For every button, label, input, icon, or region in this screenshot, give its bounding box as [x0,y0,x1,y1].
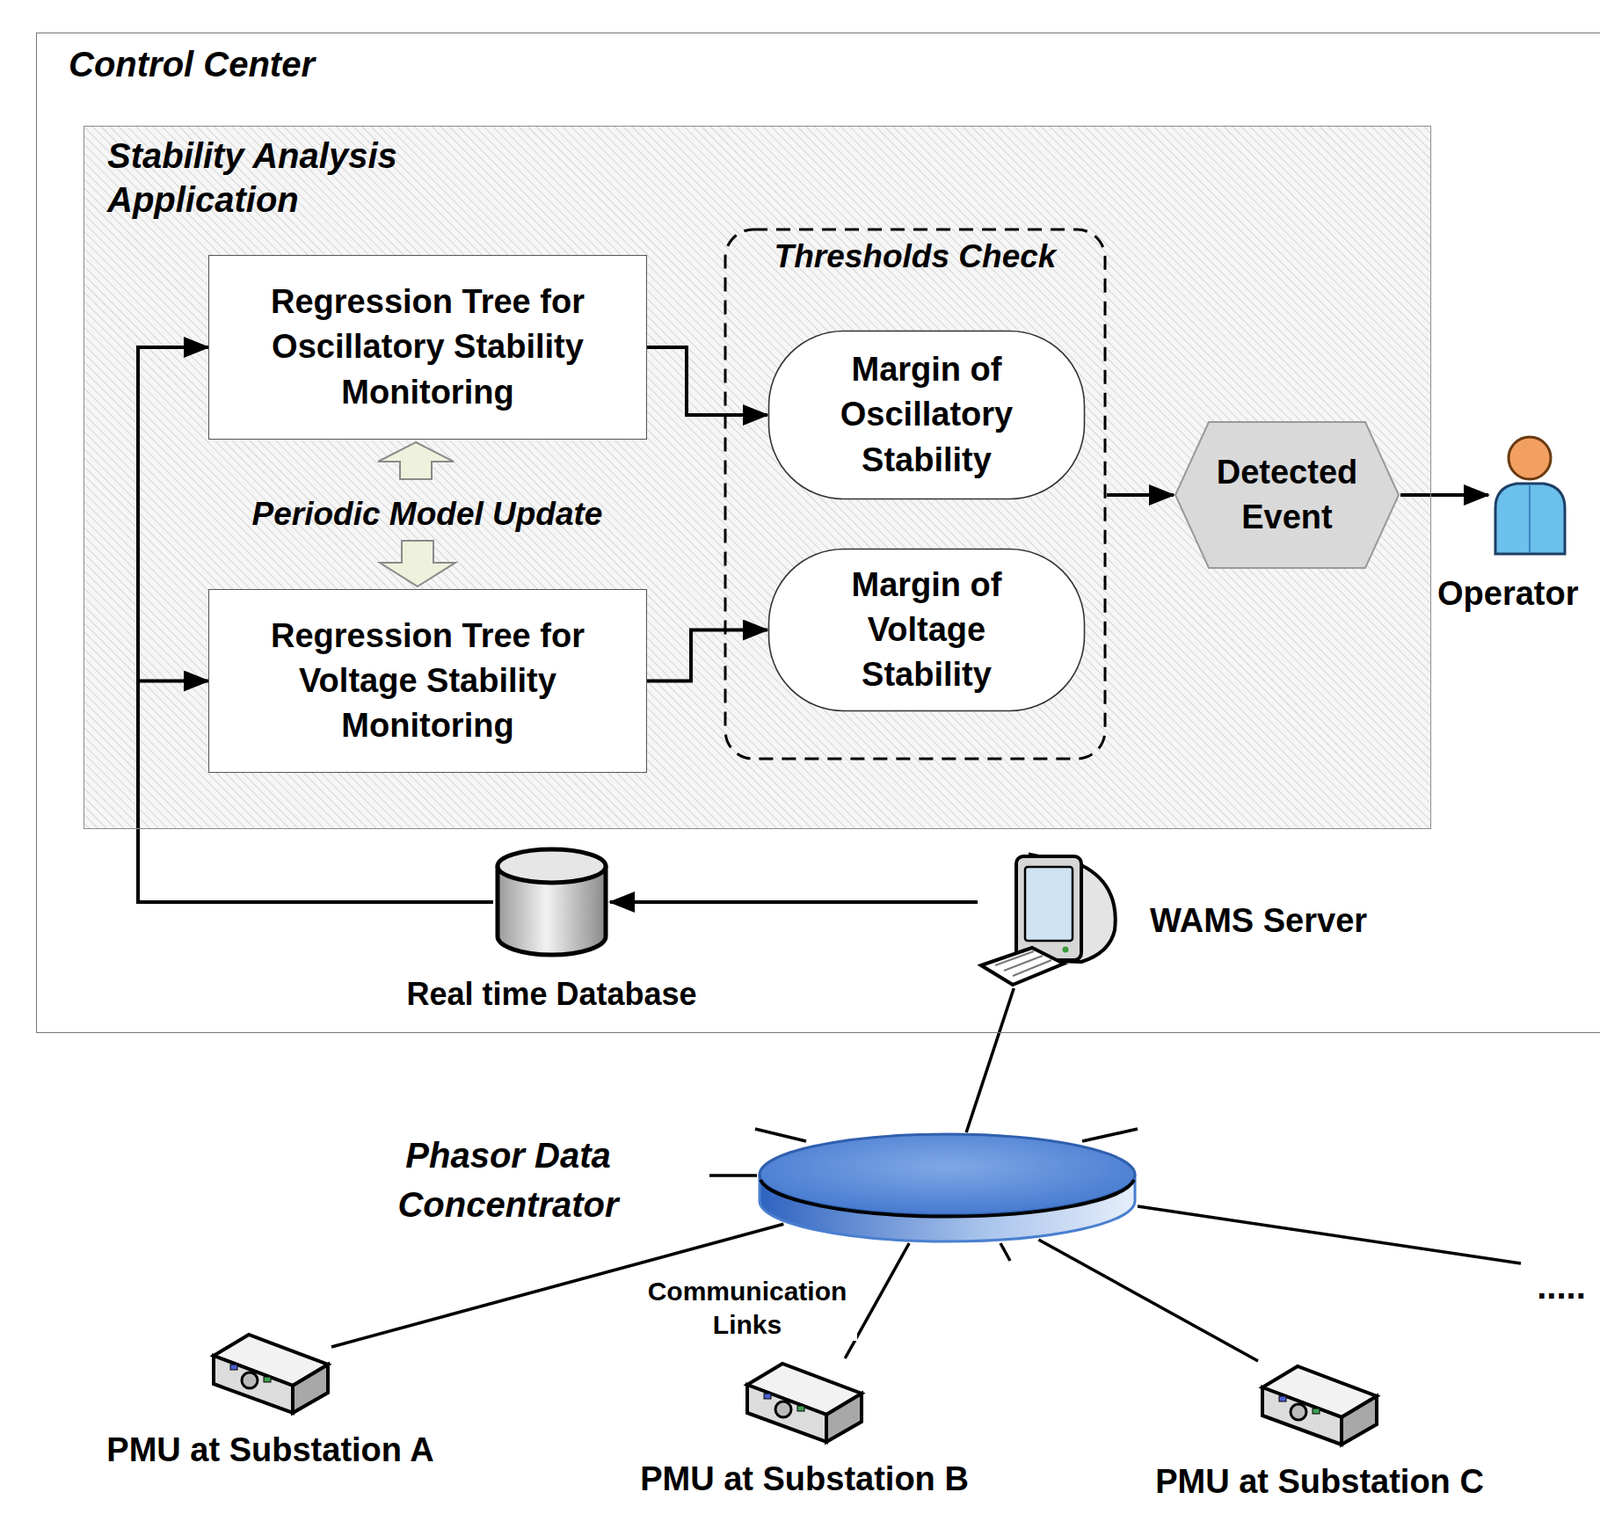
flow-arrow [1400,493,1489,497]
node-label: Phasor Data Concentrator [363,1130,654,1230]
node-label: WAMS Server [1149,898,1368,944]
communication-link [1038,1239,1259,1361]
flow-arrow [610,900,978,904]
stub-line [755,1128,807,1142]
event-hexagon: Detected Event [1173,420,1401,570]
node-text: Margin of Voltage Stability [802,562,1051,699]
operator-icon: Operator [1488,430,1572,557]
link-line [1137,1206,1521,1264]
group-heading: Control Center [68,42,315,87]
pmu-device: PMU at Substation C [1258,1360,1382,1448]
flow-arrow [647,630,768,682]
group-heading: Stability Analysis Application [107,133,521,222]
stub-line [1082,1128,1138,1142]
node-text: Regression Tree for Oscillatory Stabilit… [221,279,634,415]
node-label: PMU at Substation A [106,1427,434,1473]
server-computer: WAMS Server [977,849,1123,989]
stadium-shape [769,549,1085,712]
operator-icon-graphic [1488,430,1572,557]
node-label: PMU at Substation B [640,1456,969,1502]
database-cylinder: Real time Database [493,844,611,960]
hatched-panel [83,125,1432,830]
node-label: PMU at Substation C [1155,1459,1484,1505]
link-note: Communication Links [637,1274,858,1341]
pmu-device-graphic [209,1329,332,1417]
margin-terminal: Margin of Voltage Stability [767,547,1086,713]
region-frame: Regression Tree for Oscillatory Stabilit… [36,32,1600,1033]
node-text: Regression Tree for Voltage Stability Mo… [221,613,634,750]
stadium-shape [769,331,1085,500]
node-label: Operator [1437,571,1579,617]
group-box: Margin of Oscillatory StabilityMargin of… [723,227,1107,761]
dashed-outline [725,229,1106,759]
concentrator-disk-graphic [756,1130,1138,1244]
application-panel: Regression Tree for Oscillatory Stabilit… [83,125,1432,830]
stub-line [709,1173,757,1178]
database-cylinder-graphic [493,844,611,960]
event-hexagon-outline [1173,420,1401,570]
flow-arrow [647,347,768,415]
server-computer-graphic [977,849,1123,989]
network-stubs [709,1128,1521,1264]
flow-arrow [1106,493,1174,497]
process-box: Regression Tree for Oscillatory Stabilit… [208,254,648,440]
margin-terminal: Margin of Oscillatory Stability [767,329,1086,501]
update-note: Periodic Model Update [207,492,648,537]
node-label: Real time Database [406,973,697,1017]
pmu-device-graphic [1258,1360,1382,1448]
concentrator-disk: Phasor Data Concentrator [756,1130,1138,1244]
stub-line [1000,1243,1011,1261]
update-arrow-down [379,540,456,587]
pmu-device-graphic [742,1358,866,1446]
pmu-device: PMU at Substation A [209,1329,332,1417]
hexagon-shape [1175,421,1399,568]
update-arrow-up [378,442,454,480]
node-text: Margin of Oscillatory Stability [802,347,1051,483]
node-text: Detected Event [1195,450,1379,541]
group-heading: Thresholds Check [723,236,1107,277]
process-box: Regression Tree for Voltage Stability Mo… [208,589,648,773]
pmu-device: PMU at Substation B [742,1358,866,1446]
communication-link [966,988,1014,1133]
continuation-dots: ..... [1526,1262,1597,1310]
